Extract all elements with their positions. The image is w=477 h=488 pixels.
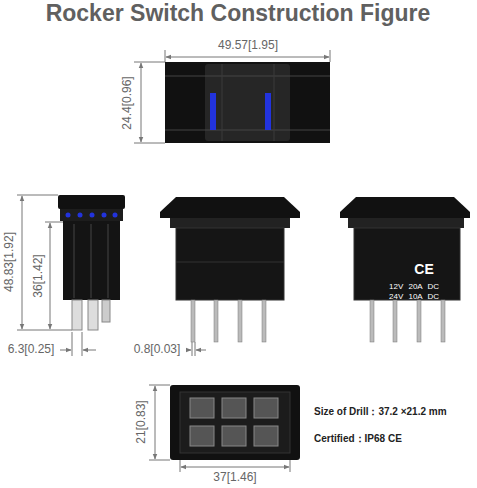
dimension-lines <box>17 50 330 472</box>
dimension-lines-part <box>22 196 23 329</box>
front-view-part <box>160 197 300 218</box>
front-view-part <box>170 218 290 228</box>
bottom-view-part <box>180 392 290 453</box>
back-view-part <box>370 300 374 342</box>
front-view-part <box>176 228 284 300</box>
side-view <box>58 195 125 330</box>
figure-title: Rocker Switch Construction Figure <box>46 1 431 26</box>
dimension-label: 21[0.83] <box>135 400 148 443</box>
side-view-part <box>113 213 118 218</box>
side-view-part <box>90 213 95 218</box>
rating-text: 12V 20A DC <box>389 283 439 292</box>
dimension-lines-part <box>196 350 206 351</box>
terminal-slot <box>254 426 278 446</box>
side-view-part <box>102 300 110 322</box>
terminal-slot <box>190 426 214 446</box>
side-view-part <box>60 209 123 221</box>
terminal-slots <box>190 398 278 446</box>
dimension-label: 24.4[0.96] <box>121 76 134 129</box>
side-view-part <box>72 300 82 330</box>
back-view <box>340 197 470 342</box>
bottom-view <box>170 385 300 460</box>
dimension-lines-part <box>141 63 142 142</box>
bottom-view-part <box>170 385 300 460</box>
dimension-label: 48.83[1.92] <box>3 232 16 292</box>
front-view-part <box>262 300 266 342</box>
terminal-slot <box>222 398 246 418</box>
dimension-label: 37[1.46] <box>213 471 256 484</box>
spec-note: Size of Drill：37.2 ×21.2 mm <box>314 406 447 417</box>
dimension-lines-part <box>17 195 58 196</box>
dimension-lines-part <box>149 460 170 461</box>
side-view-part <box>78 213 83 218</box>
spec-note: Certified：IP68 CE <box>314 433 402 444</box>
dimension-label: 0.8[0.03] <box>134 343 181 356</box>
dimension-lines-part <box>50 223 51 329</box>
front-view-part <box>238 300 242 342</box>
terminal-slot <box>222 426 246 446</box>
front-view-part <box>176 262 284 263</box>
terminal-slot <box>190 398 214 418</box>
dimension-lines-part <box>330 50 331 62</box>
side-view-part <box>74 224 75 298</box>
top-view-part <box>165 130 330 131</box>
dimension-lines-part <box>134 143 165 144</box>
dimension-lines-part <box>60 350 71 351</box>
back-view-part <box>441 300 445 342</box>
dimension-lines-part <box>83 350 96 351</box>
dimension-lines-part <box>290 460 291 472</box>
back-view-part <box>393 300 397 342</box>
rating-text: 24V 10A DC <box>389 293 439 302</box>
back-view-part <box>354 228 460 300</box>
dimension-lines-part <box>181 467 289 468</box>
front-view <box>160 197 300 342</box>
dimension-lines-part <box>82 332 83 356</box>
dimension-lines-part <box>72 332 73 356</box>
dimension-label: 49.57[1.95] <box>218 39 278 52</box>
front-view-part <box>191 300 195 342</box>
dimension-lines-part <box>165 50 166 62</box>
back-view-part <box>417 300 421 342</box>
side-view-part <box>88 300 98 330</box>
dimension-lines-part <box>187 350 191 351</box>
dimension-lines-part <box>45 222 63 223</box>
side-view-part <box>102 213 107 218</box>
top-view-part <box>274 64 275 141</box>
dimension-label: 6.3[0.25] <box>8 343 55 356</box>
dimension-lines-part <box>192 342 193 356</box>
dimension-lines-part <box>134 62 165 63</box>
side-view-part <box>63 221 120 300</box>
top-view-part <box>265 93 271 130</box>
top-view-part <box>165 76 330 77</box>
dimension-label: 36[1.42] <box>32 254 45 297</box>
terminal-slot <box>254 398 278 418</box>
dimension-lines-part <box>195 342 196 356</box>
front-view-part <box>214 300 218 342</box>
top-view-part <box>222 64 223 141</box>
back-view-part <box>340 197 470 218</box>
side-view-part <box>66 213 71 218</box>
top-view-part <box>165 62 330 143</box>
top-view-part <box>210 93 216 130</box>
top-view <box>165 62 330 143</box>
side-view-part <box>91 224 92 298</box>
dimension-lines-part <box>155 386 156 459</box>
back-view-part <box>348 218 464 228</box>
dimension-lines-part <box>180 460 181 472</box>
dimension-lines-part <box>149 385 170 386</box>
dimension-lines-part <box>17 330 72 331</box>
ce-mark: CE <box>414 262 433 277</box>
dimension-lines-part <box>166 57 329 58</box>
side-view-part <box>58 195 125 209</box>
side-view-part <box>108 224 109 298</box>
